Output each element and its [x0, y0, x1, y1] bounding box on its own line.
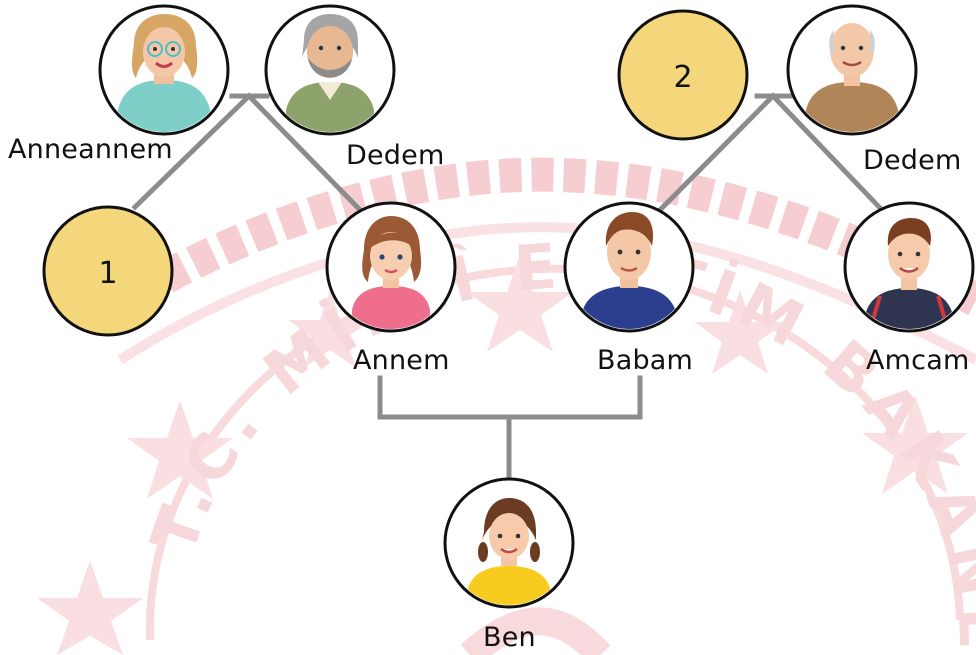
anneannem-label: Anneannem: [8, 134, 173, 165]
babam-node: [565, 203, 693, 340]
anneannem-node: [100, 6, 228, 140]
babam-label: Babam: [597, 345, 693, 376]
unknown-member-1-number: 1: [98, 256, 117, 291]
amcam-label: Amcam: [866, 345, 969, 376]
dedem-maternal-node: [266, 6, 394, 140]
dedem-paternal-label: Dedem: [863, 145, 961, 176]
ben-node: [445, 479, 573, 612]
annem-label: Annem: [353, 345, 450, 376]
star-icon: [37, 560, 143, 655]
unknown-member-2-number: 2: [673, 60, 692, 95]
dedem-maternal-label: Dedem: [346, 140, 444, 171]
ben-label: Ben: [483, 622, 536, 653]
amcam-node: [845, 203, 973, 340]
dedem-paternal-node: [788, 6, 916, 140]
